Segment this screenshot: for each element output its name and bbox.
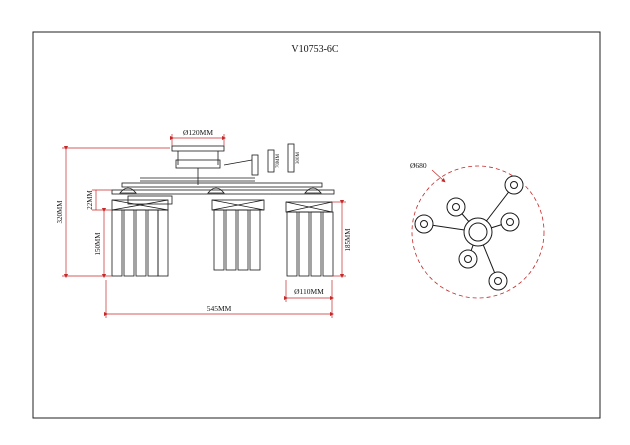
canopy-body [175,159,221,169]
dim-canopy-diameter: Ø120MM [183,128,213,137]
crystal-cluster-left [111,195,173,277]
elevation-view [111,143,335,277]
rod-detail-a [251,154,259,176]
dim-rod-b: 300M [296,151,301,164]
dim-top-gap: 22MM [86,190,94,210]
model-title: V10753-6C [291,44,339,55]
dim-total-height: 320MM [56,200,64,224]
arm-lower [111,189,335,195]
crystal-cluster-right [285,201,334,277]
dim-shade-height: 185MM [344,228,352,252]
plan-outline-circle [411,165,545,299]
drawing-frame [32,31,601,419]
cap-mid [207,187,225,194]
dim-shade-diameter: Ø110MM [294,287,324,296]
crystal-cluster-middle [211,199,265,271]
dimension-lines [62,134,346,318]
rod-detail-b [267,149,275,173]
cap-right [304,187,322,194]
dim-rod-a: 70MM [276,154,281,168]
arm-upper [121,182,323,188]
rod-detail-c [287,143,295,173]
dim-plan-diameter: Ø680 [410,161,427,170]
plan-view: Ø680 [410,161,545,299]
dim-total-width: 545MM [207,304,232,313]
cap-left [119,187,137,194]
canopy [171,145,225,152]
dim-crystal-height: 150MM [94,232,102,256]
